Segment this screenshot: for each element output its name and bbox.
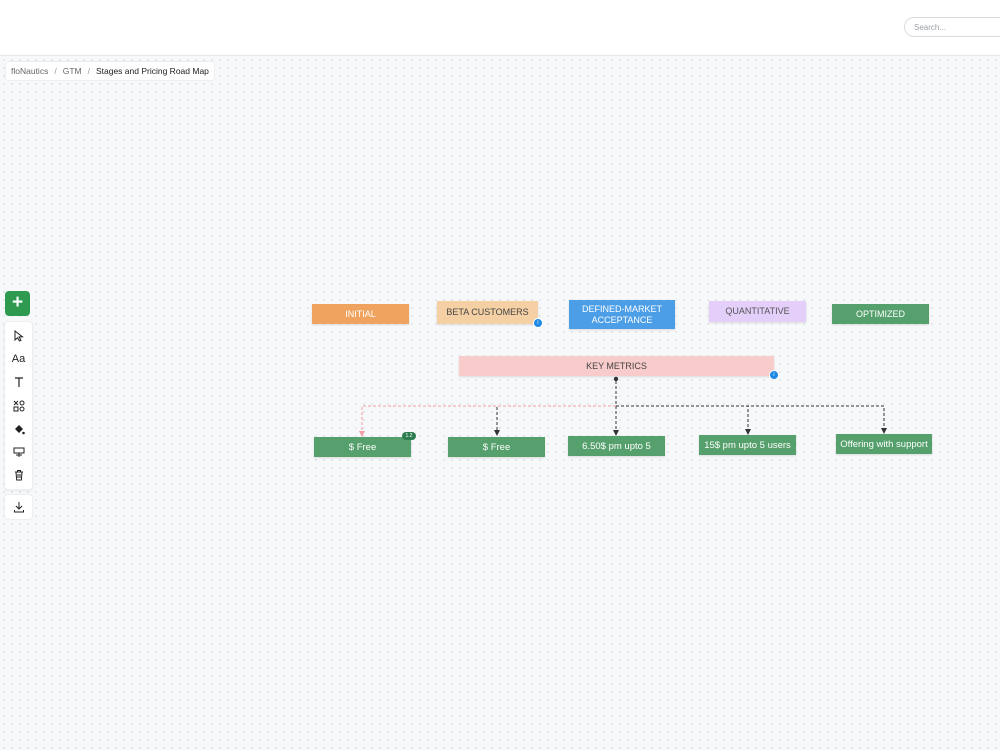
breadcrumb-item-gtm[interactable]: GTM bbox=[62, 66, 82, 76]
connector-to-price-5 bbox=[616, 405, 887, 434]
left-toolbar: + Aa bbox=[4, 291, 33, 521]
price-node-6-50[interactable]: 6.50$ pm upto 5 bbox=[568, 436, 665, 456]
trash-icon[interactable] bbox=[5, 464, 32, 487]
text-style-label: Aa bbox=[11, 352, 26, 365]
card-icon[interactable] bbox=[5, 440, 32, 463]
breadcrumb-item-flonautics[interactable]: floNautics bbox=[11, 66, 49, 76]
stage-quantitative[interactable]: QUANTITATIVE bbox=[709, 301, 806, 322]
stage-initial[interactable]: INITIAL bbox=[312, 304, 409, 324]
breadcrumb-separator: / bbox=[87, 66, 90, 76]
add-button[interactable]: + bbox=[5, 291, 30, 316]
key-metrics-node[interactable]: KEY METRICS bbox=[459, 356, 774, 376]
price-node-support[interactable]: Offering with support bbox=[836, 434, 932, 454]
download-icon[interactable] bbox=[4, 494, 33, 521]
text-icon[interactable] bbox=[5, 371, 32, 394]
stage-optimized[interactable]: OPTIMIZED bbox=[832, 304, 929, 324]
stage-defined-market-acceptance[interactable]: DEFINED-MARKET ACCEPTANCE bbox=[569, 300, 675, 329]
breadcrumb-separator: / bbox=[54, 66, 57, 76]
connector-to-price-1 bbox=[359, 405, 616, 437]
price-node-15[interactable]: 15$ pm upto 5 users bbox=[699, 435, 796, 455]
price-node-free-1[interactable]: $ Free bbox=[314, 437, 411, 457]
pointer-icon[interactable] bbox=[5, 324, 32, 347]
tool-panel: Aa bbox=[4, 321, 33, 491]
info-icon[interactable]: i bbox=[769, 370, 779, 380]
shapes-icon[interactable] bbox=[5, 394, 32, 417]
breadcrumb-item-current: Stages and Pricing Road Map bbox=[95, 66, 209, 76]
connector-origin bbox=[613, 376, 619, 382]
info-icon[interactable]: i bbox=[533, 318, 543, 328]
breadcrumb: floNautics / GTM / Stages and Pricing Ro… bbox=[5, 61, 215, 81]
count-badge: 1.2 bbox=[402, 432, 416, 440]
search-input[interactable] bbox=[904, 17, 1000, 37]
text-style-icon[interactable]: Aa bbox=[5, 347, 32, 370]
price-node-free-2[interactable]: $ Free bbox=[448, 437, 545, 457]
connector-to-price-4 bbox=[616, 405, 751, 435]
top-bar bbox=[0, 0, 1000, 56]
connector-to-price-2 bbox=[494, 405, 616, 436]
fill-icon[interactable] bbox=[5, 417, 32, 440]
stage-beta-customers[interactable]: BETA CUSTOMERS bbox=[437, 301, 538, 324]
